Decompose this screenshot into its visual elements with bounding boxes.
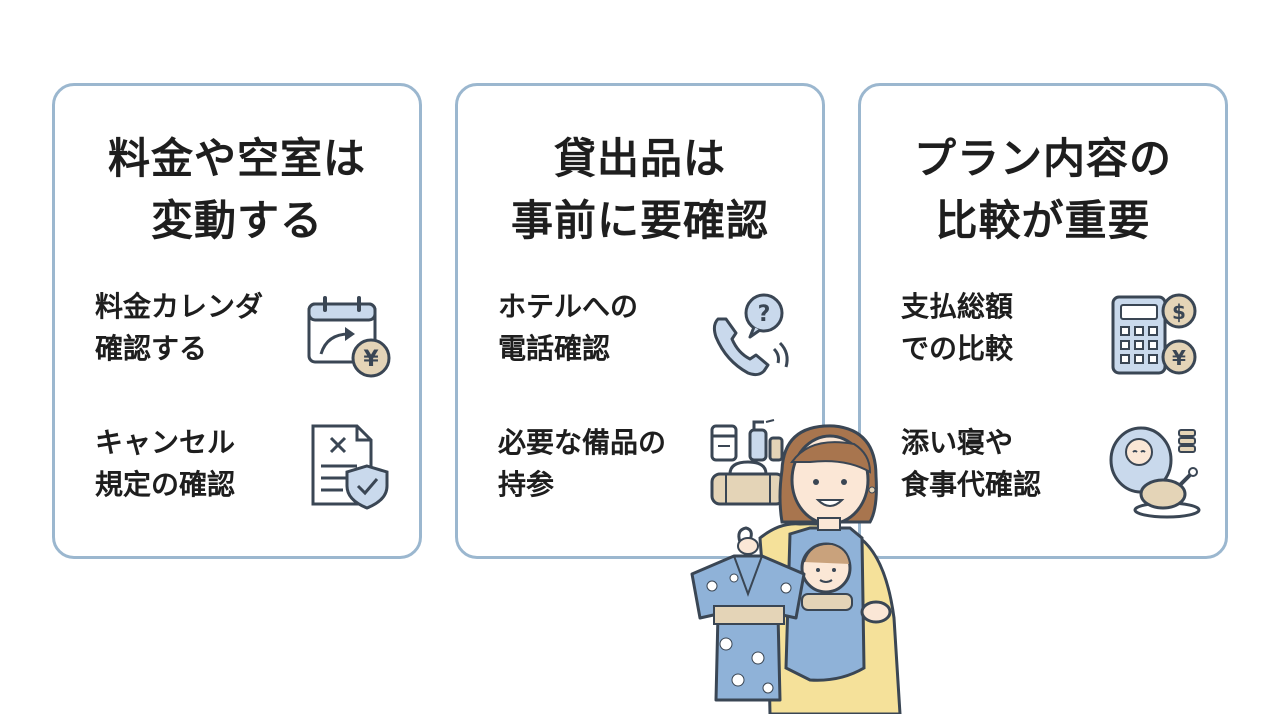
tip-item-bring-supplies: 必要な備品の 持参 bbox=[498, 426, 667, 501]
towel-bottles-bag-icon bbox=[706, 416, 796, 512]
card-plan-comparison: プラン内容の 比較が重要 支払総額 での比較 $ ¥ 添い寝や 食事代確認 bbox=[858, 83, 1228, 559]
document-shield-icon bbox=[309, 422, 395, 512]
tip-item-cosleeping-meals: 添い寝や 食事代確認 bbox=[901, 426, 1042, 501]
phone-question-icon: ? bbox=[708, 291, 798, 381]
tip-item-hotel-phone: ホテルへの 電話確認 bbox=[498, 290, 639, 365]
card-price-availability: 料金や空室は 変動する 料金カレンダ 確認する ¥ キャンセル 規定の確認 bbox=[52, 83, 422, 559]
question-symbol: ? bbox=[758, 302, 771, 327]
card-rental-items: 貸出品は 事前に要確認 ホテルへの 電話確認 ? 必要な備品の 持参 bbox=[455, 83, 825, 559]
yen-symbol: ¥ bbox=[1172, 346, 1186, 370]
card-title: 料金や空室は 変動する bbox=[107, 134, 366, 245]
tip-item-total-payment: 支払総額 での比較 bbox=[901, 290, 1014, 365]
baby-meal-icon bbox=[1107, 424, 1201, 520]
tip-item-cancel-policy: キャンセル 規定の確認 bbox=[95, 426, 236, 501]
card-title: プラン内容の 比較が重要 bbox=[913, 134, 1172, 245]
tip-item-price-calendar: 料金カレンダ 確認する bbox=[95, 290, 264, 365]
yen-symbol: ¥ bbox=[363, 347, 379, 372]
card-title: 貸出品は 事前に要確認 bbox=[510, 134, 769, 245]
dollar-symbol: $ bbox=[1172, 300, 1186, 324]
calculator-coins-icon: $ ¥ bbox=[1109, 291, 1201, 381]
calendar-yen-icon: ¥ bbox=[305, 294, 395, 384]
mother-baby-illustration bbox=[650, 418, 950, 716]
